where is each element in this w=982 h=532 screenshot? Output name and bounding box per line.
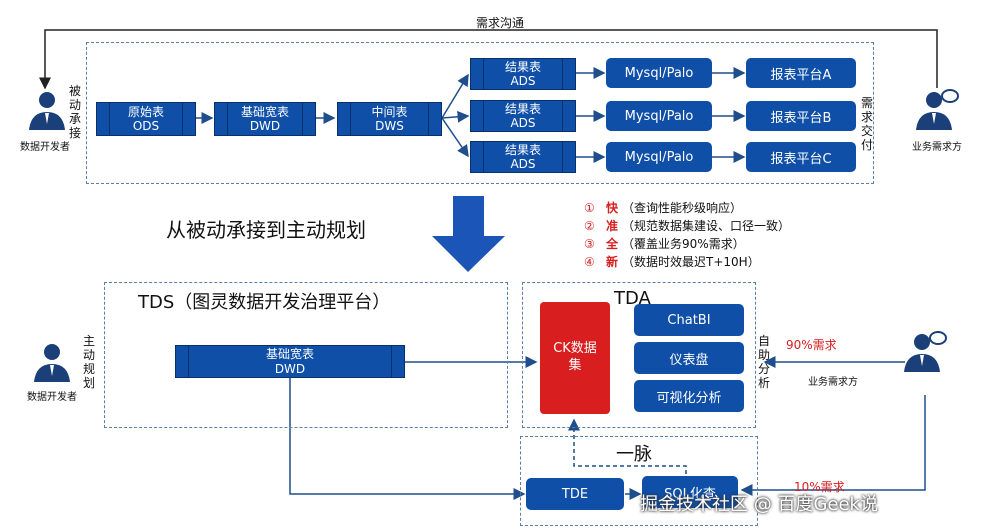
watermark: 掘金技术社区 @ 百度Geek说: [640, 494, 878, 515]
tda-chatbi: ChatBI: [634, 304, 744, 336]
tds-container: [104, 282, 508, 428]
mysql-box-1: Mysql/Palo: [606, 58, 712, 88]
passive-label: 被动承接: [68, 84, 81, 140]
transition-arrow: [432, 196, 505, 272]
top-developer-label: 数据开发者: [20, 142, 70, 153]
top-flow-container: [86, 42, 874, 184]
mysql-box-3: Mysql/Palo: [606, 142, 712, 172]
self-analysis-label: 自助分析: [757, 334, 770, 390]
tda-title: TDA: [614, 288, 651, 309]
tda-container: [522, 282, 756, 428]
tds-title: TDS（图灵数据开发治理平台）: [138, 292, 391, 313]
ck-dataset-block: CK数据集: [540, 302, 610, 414]
feedback-loop-line: [39, 29, 938, 90]
sql-query-box: SQL化查: [642, 476, 738, 508]
business-person-icon: [916, 89, 959, 130]
report-platform-c: 报表平台C: [746, 142, 856, 172]
yimai-container: [520, 436, 758, 526]
report-platform-a: 报表平台A: [746, 58, 856, 88]
developer-person-icon: [29, 92, 65, 130]
tda-dashboard: 仪表盘: [634, 342, 744, 374]
feedback-label: 需求沟通: [476, 16, 525, 30]
bottom-business-label: 业务需求方: [808, 377, 858, 388]
yimai-title: 一脉: [616, 444, 652, 465]
bottom-business-person-icon: [904, 331, 947, 372]
bottom-developer-label: 数据开发者: [27, 392, 77, 403]
delivery-label: 需求交付: [860, 96, 873, 152]
bottom-developer-person-icon: [34, 344, 70, 382]
report-platform-b: 报表平台B: [746, 101, 856, 131]
pct10-label: 10%需求: [794, 480, 845, 494]
pct90-label: 90%需求: [786, 338, 837, 352]
active-label: 主动规划: [82, 334, 95, 390]
transition-heading: 从被动承接到主动规划: [166, 218, 366, 242]
top-business-label: 业务需求方: [912, 142, 962, 153]
tda-visual-analysis: 可视化分析: [634, 380, 744, 412]
tde-box: TDE: [526, 478, 624, 510]
mysql-box-2: Mysql/Palo: [606, 101, 712, 131]
